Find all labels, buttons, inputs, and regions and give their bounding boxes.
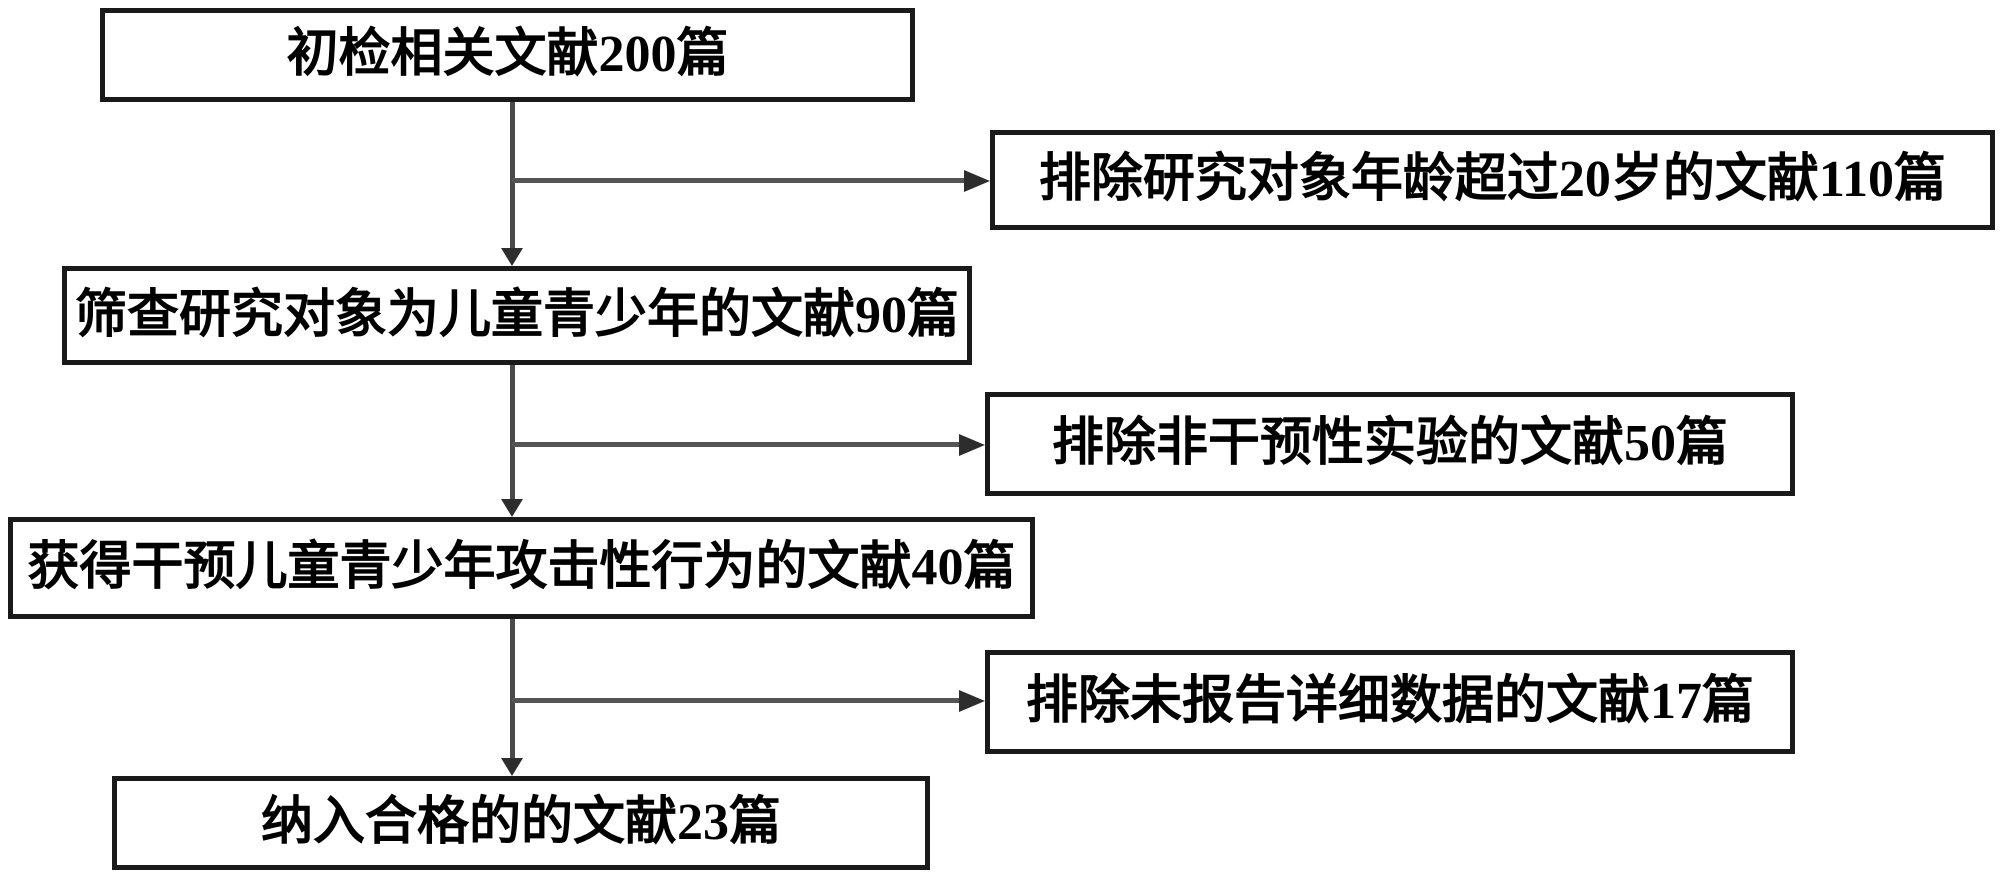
flow-box-initial-search: 初检相关文献200篇	[100, 8, 915, 102]
flow-box-included-final-label: 纳入合格的的文献23篇	[260, 794, 781, 852]
flow-box-excluded-non-intervention: 排除非干预性实验的文献50篇	[985, 392, 1795, 496]
arrow-right-icon	[959, 433, 985, 456]
connector-line-step1-to-step2	[510, 102, 515, 250]
arrow-down-icon	[501, 248, 523, 266]
flow-box-excluded-age: 排除研究对象年龄超过20岁的文献110篇	[990, 130, 1995, 230]
flow-box-initial-search-label: 初检相关文献200篇	[286, 26, 729, 84]
flow-box-obtained-studies-label: 获得干预儿童青少年攻击性行为的文献40篇	[27, 539, 1016, 597]
flow-box-included-final: 纳入合格的的文献23篇	[112, 776, 930, 870]
arrow-right-icon	[959, 689, 985, 712]
connector-line-step3-to-step4	[510, 619, 515, 760]
flow-box-excluded-no-detailed-data-label: 排除未报告详细数据的文献17篇	[1025, 673, 1754, 731]
connector-line-step2-to-step3	[510, 365, 515, 501]
arrow-right-icon	[964, 169, 990, 192]
arrow-down-icon	[501, 499, 523, 517]
flow-box-obtained-studies: 获得干预儿童青少年攻击性行为的文献40篇	[8, 517, 1035, 619]
flow-box-excluded-no-detailed-data: 排除未报告详细数据的文献17篇	[985, 650, 1795, 754]
connector-line-branch-excluded-age	[512, 178, 964, 183]
connector-line-branch-excluded-non-intervention	[512, 442, 959, 447]
flow-box-screened-subjects-label: 筛查研究对象为儿童青少年的文献90篇	[74, 286, 959, 344]
flow-box-excluded-age-label: 排除研究对象年龄超过20岁的文献110篇	[1038, 151, 1947, 209]
flow-box-excluded-non-intervention-label: 排除非干预性实验的文献50篇	[1051, 415, 1728, 473]
connector-line-branch-excluded-no-detailed-data	[512, 698, 959, 703]
flow-box-screened-subjects: 筛查研究对象为儿童青少年的文献90篇	[62, 266, 972, 365]
arrow-down-icon	[501, 758, 523, 776]
